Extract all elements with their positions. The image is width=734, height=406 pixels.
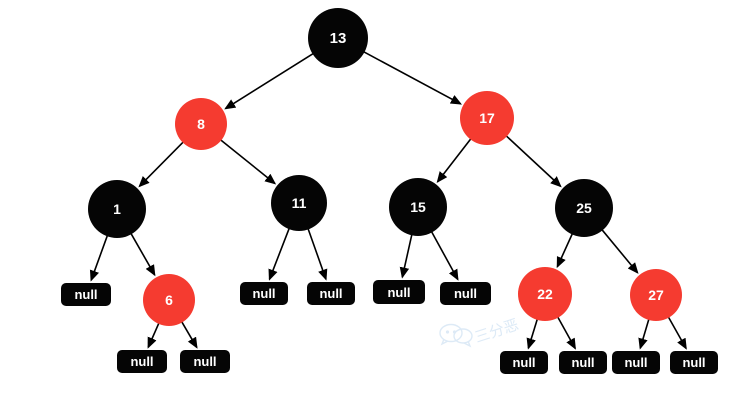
tree-null-leaf: null: [117, 350, 167, 373]
tree-edge-n15-to-u4: [399, 234, 413, 279]
tree-null-leaf-label: null: [74, 287, 98, 302]
tree-null-leaf-label: null: [193, 354, 217, 369]
tree-edge-n13-to-n8: [224, 52, 314, 110]
tree-node-label: 15: [410, 199, 426, 215]
tree-null-leaf-label: null: [130, 354, 154, 369]
tree-null-leaf: null: [559, 351, 607, 374]
tree-node-27: 27: [630, 269, 682, 321]
tree-node-11: 11: [271, 175, 327, 231]
tree-null-leaf-label: null: [512, 355, 536, 370]
tree-null-leaf: null: [180, 350, 230, 373]
tree-node-label: 1: [113, 201, 121, 217]
tree-edge-n22-to-u8: [526, 318, 539, 350]
tree-edge-n27-to-u11: [667, 316, 687, 350]
tree-node-label: 17: [479, 110, 495, 126]
tree-null-leaf-label: null: [571, 355, 595, 370]
tree-edge-n11-to-u3: [307, 228, 328, 281]
tree-edge-n15-to-u5: [430, 231, 459, 281]
tree-edge-n27-to-u10: [638, 318, 650, 350]
tree-edge-n6-to-u7: [180, 321, 198, 349]
tree-edges: [89, 51, 687, 350]
tree-null-leaf: null: [670, 351, 718, 374]
tree-null-leaf-label: null: [624, 355, 648, 370]
tree-node-22: 22: [518, 267, 572, 321]
tree-node-6: 6: [143, 274, 195, 326]
tree-edge-n8-to-n11: [219, 139, 277, 185]
tree-node-label: 6: [165, 292, 173, 308]
tree-edge-n17-to-n25: [505, 135, 562, 188]
tree-null-leaf-label: null: [453, 286, 478, 301]
tree-node-label: 13: [329, 29, 347, 47]
tree-null-leaf: null: [500, 351, 548, 374]
tree-null-leaf-label: null: [682, 355, 706, 370]
tree-node-13: 13: [308, 8, 368, 68]
tree-node-15: 15: [389, 178, 447, 236]
tree-edge-n25-to-n22: [556, 233, 574, 269]
tree-edge-n1-to-n6: [130, 232, 156, 277]
tree-null-leaf: null: [373, 280, 425, 304]
tree-edge-n13-to-n17: [363, 51, 462, 105]
tree-null-leaf-label: null: [319, 286, 343, 301]
tree-null-leaf: null: [612, 351, 660, 374]
tree-edge-n22-to-u9: [556, 316, 576, 350]
tree-edge-n8-to-n1: [138, 141, 184, 188]
tree-node-label: 8: [197, 116, 205, 132]
tree-null-leaf: null: [61, 283, 111, 306]
tree-null-leaf: null: [240, 282, 288, 305]
tree-node-label: 22: [537, 286, 553, 302]
tree-node-1: 1: [88, 180, 146, 238]
tree-null-leaf-label: null: [387, 284, 411, 300]
tree-node-17: 17: [460, 91, 514, 145]
tree-node-label: 11: [291, 195, 307, 211]
tree-null-leaf: null: [440, 282, 491, 305]
tree-node-label: 25: [576, 200, 592, 216]
tree-null-leaf-label: null: [252, 286, 276, 301]
tree-edge-n25-to-n27: [601, 229, 639, 274]
tree-edge-n17-to-n15: [436, 138, 472, 183]
tree-null-leaf: null: [307, 282, 355, 305]
tree-edge-n6-to-u6: [147, 322, 160, 349]
tree-edge-n1-to-u1: [89, 235, 109, 282]
tree-edge-n11-to-u2: [268, 227, 291, 281]
tree-node-label: 27: [648, 287, 664, 303]
tree-node-25: 25: [555, 179, 613, 237]
tree-node-8: 8: [175, 98, 227, 150]
